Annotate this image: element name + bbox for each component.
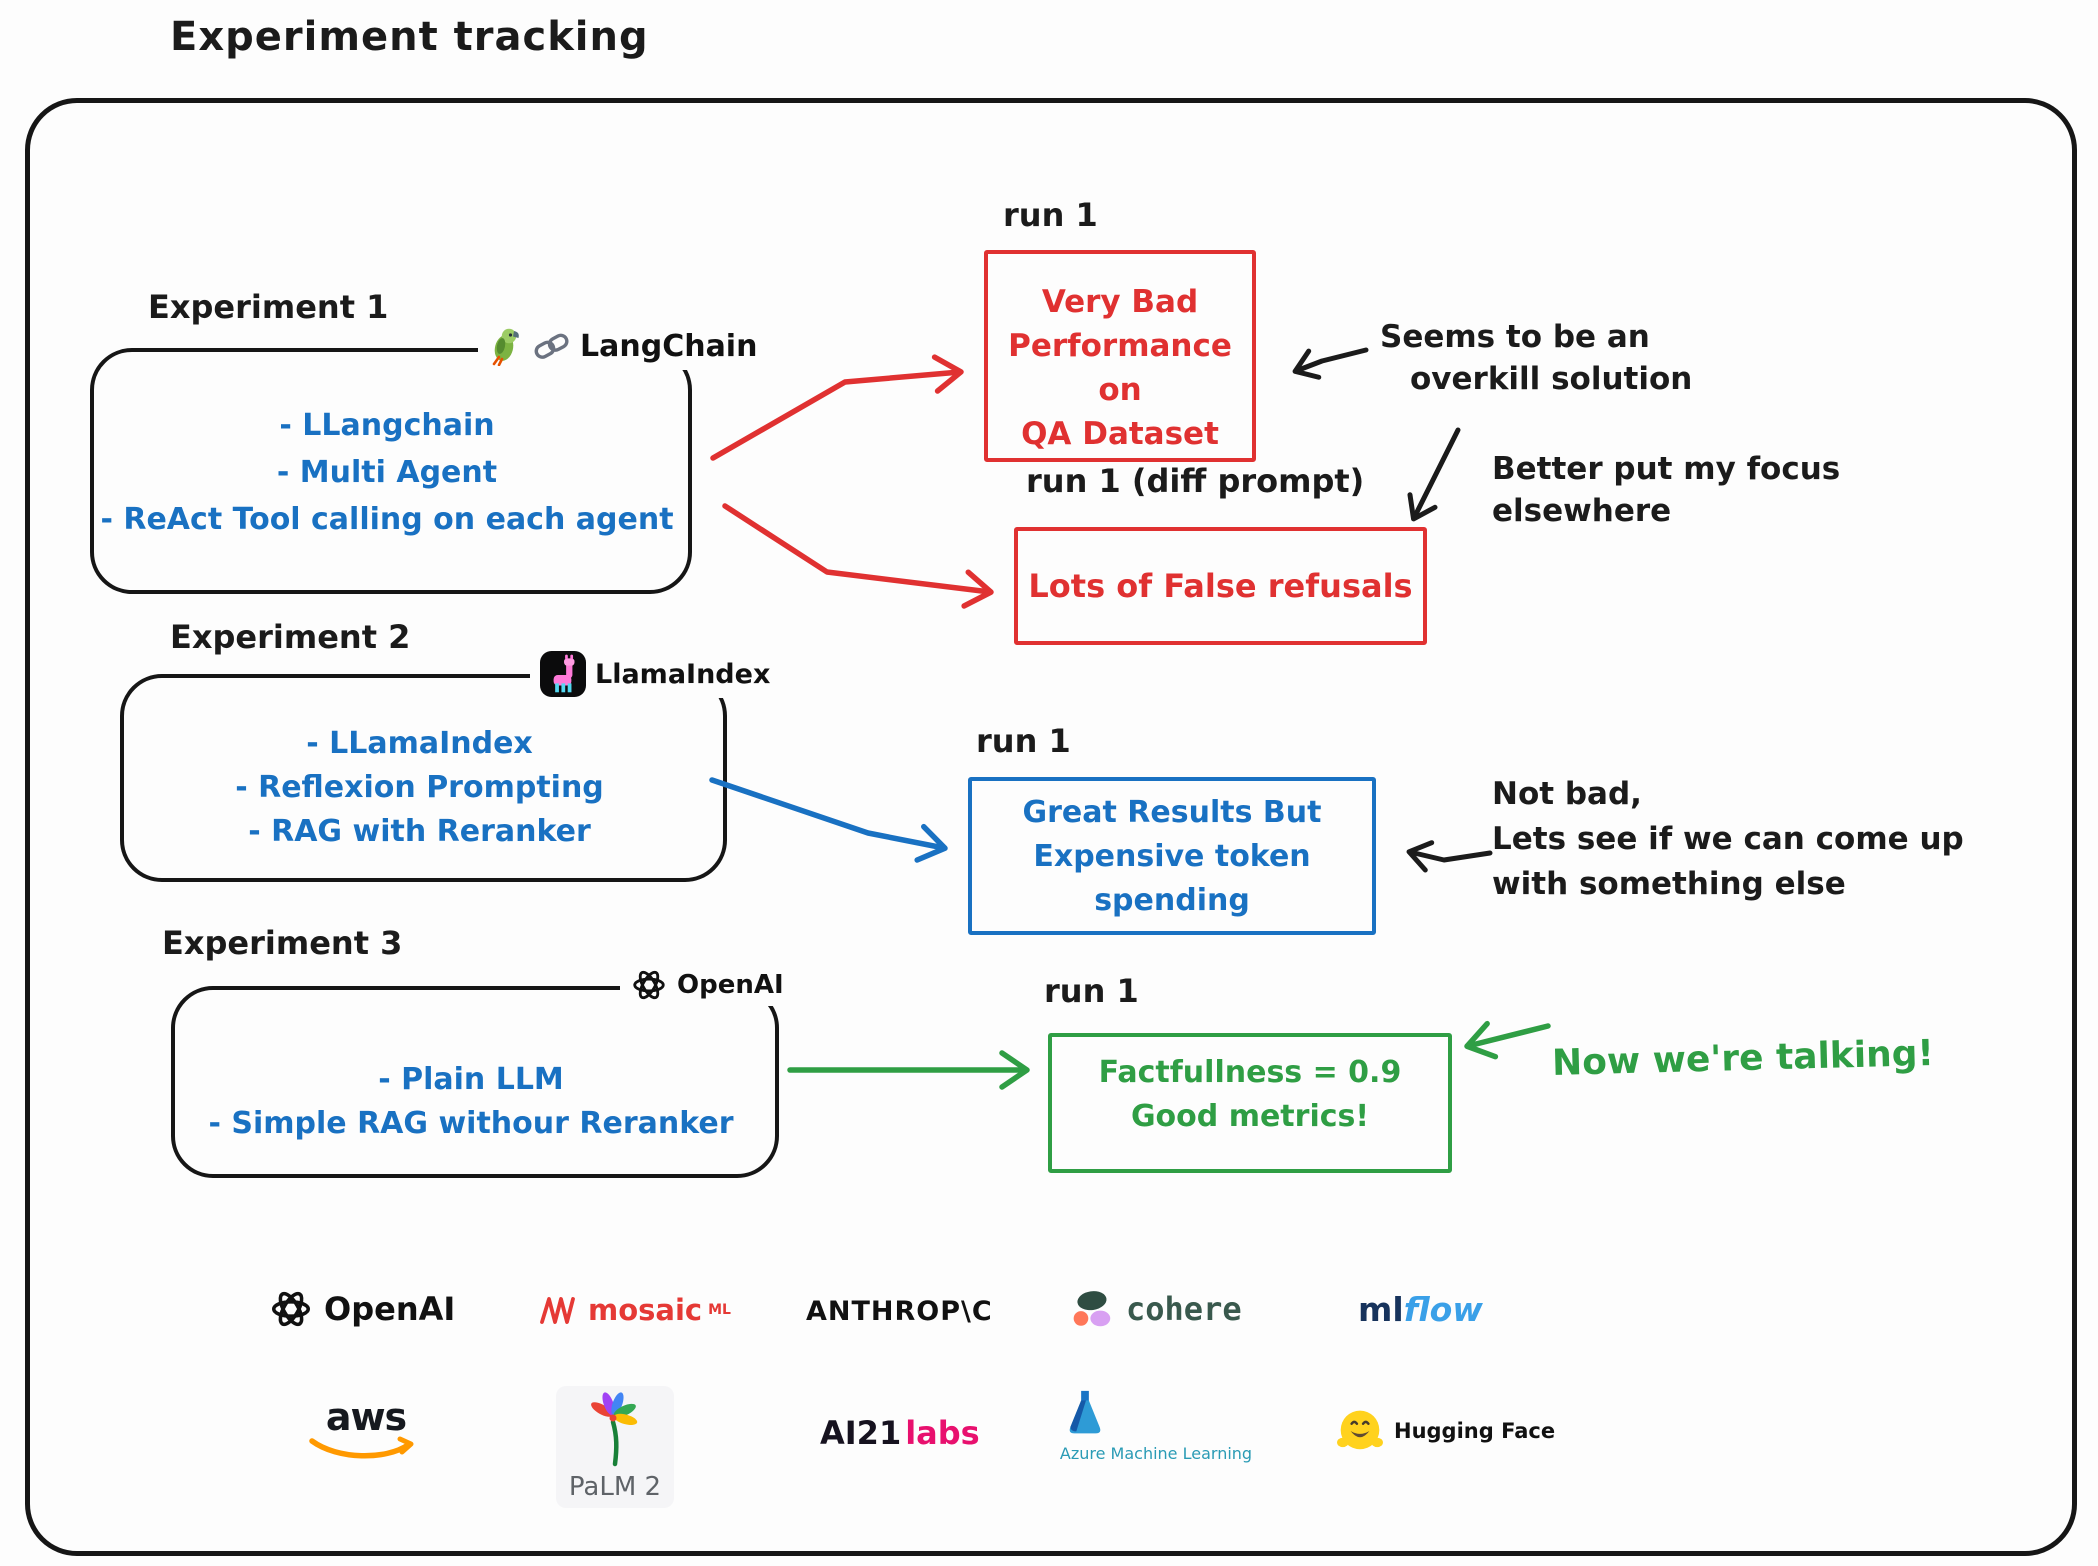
- page-title: Experiment tracking: [170, 14, 649, 60]
- huggingface-icon: [1336, 1408, 1384, 1454]
- outer-frame: [25, 98, 2077, 1556]
- run1-blue-result-line: spending: [1094, 883, 1250, 918]
- openai-wordmark: OpenAI: [677, 970, 784, 1000]
- bullet-line: - Plain LLM: [378, 1062, 564, 1097]
- experiment-2-label: Experiment 2: [170, 618, 411, 656]
- experiment-3-label: Experiment 3: [162, 924, 403, 962]
- logo-azure-ml: Azure Machine Learning: [1058, 1388, 1254, 1463]
- langchain-logo: LangChain: [478, 322, 768, 370]
- bullet-line: - ReAct Tool calling on each agent: [100, 502, 674, 537]
- experiment-3-bullets: - Plain LLM - Simple RAG withour Reranke…: [179, 1058, 763, 1146]
- cohere-wordmark: cohere: [1126, 1290, 1242, 1328]
- bullet-line: - Multi Agent: [276, 455, 498, 490]
- mlflow-ml-text: ml: [1358, 1290, 1404, 1329]
- run1-diff-result-box: Lots of False refusals: [1014, 527, 1427, 645]
- logo-mlflow: ml flow: [1358, 1290, 1483, 1329]
- palm2-label: PaLM 2: [568, 1472, 662, 1502]
- run1-label: run 1: [1003, 196, 1098, 234]
- logo-huggingface: Hugging Face: [1336, 1408, 1555, 1454]
- logo-cohere: cohere: [1070, 1286, 1242, 1332]
- huggingface-label: Hugging Face: [1394, 1419, 1556, 1443]
- logo-mosaicml: mosaic ML: [538, 1292, 731, 1328]
- run1-blue-label: run 1: [976, 722, 1071, 760]
- langchain-wordmark: LangChain: [580, 328, 758, 364]
- run1-result-line: QA Dataset: [1021, 416, 1219, 452]
- note-line: overkill solution: [1410, 361, 1693, 397]
- palm2-icon: [582, 1390, 648, 1468]
- logo-aws: aws: [306, 1398, 426, 1464]
- openai-exp-logo: OpenAI: [620, 964, 794, 1006]
- ai21-text: AI21: [820, 1414, 902, 1452]
- bullet-line: - LLangchain: [279, 408, 495, 443]
- langchain-chain-icon: [533, 329, 571, 363]
- azure-ml-label: Azure Machine Learning: [1059, 1444, 1253, 1463]
- logo-ai21labs: AI21 labs: [820, 1414, 980, 1452]
- run1-diff-result-line: Lots of False refusals: [1028, 567, 1413, 605]
- run1-green-result-box: Factfullness = 0.9 Good metrics!: [1048, 1033, 1452, 1173]
- run1-result-line: Performance on: [1008, 328, 1232, 408]
- note-line: Seems to be an: [1380, 319, 1650, 355]
- note-line: with something else: [1492, 866, 1846, 902]
- run1-result-box: Very Bad Performance on QA Dataset: [984, 250, 1256, 462]
- run1-result-line: Very Bad: [1041, 284, 1199, 320]
- note-line: Better put my focus: [1492, 451, 1841, 487]
- run1-green-result-line: Good metrics!: [1130, 1099, 1370, 1134]
- bullet-line: - Reflexion Prompting: [235, 770, 604, 805]
- note-not-bad: Not bad, Lets see if we can come up with…: [1492, 772, 1964, 907]
- logo-palm2: PaLM 2: [556, 1386, 674, 1508]
- experiment-1-bullets: - LLangchain - Multi Agent - ReAct Tool …: [98, 402, 676, 543]
- note-focus-elsewhere: Better put my focus elsewhere: [1492, 448, 1840, 532]
- note-line: elsewhere: [1492, 493, 1672, 529]
- openai-icon: [268, 1286, 314, 1332]
- azure-ml-flask-icon: [1058, 1388, 1254, 1442]
- bullet-line: - Simple RAG withour Reranker: [208, 1106, 734, 1141]
- experiment-1-label: Experiment 1: [148, 288, 389, 326]
- run1-diff-label: run 1 (diff prompt): [1026, 462, 1365, 500]
- note-line: Not bad,: [1492, 776, 1642, 812]
- run1-blue-result-line: Expensive token: [1033, 839, 1311, 874]
- note-overkill: Seems to be an overkill solution: [1380, 316, 1692, 400]
- run1-green-label: run 1: [1044, 972, 1139, 1010]
- llamaindex-wordmark: LlamaIndex: [595, 658, 771, 690]
- llamaindex-icon: [540, 651, 586, 697]
- bullet-line: - LLamaIndex: [306, 726, 533, 761]
- aws-smile-icon: [306, 1436, 426, 1464]
- experiment-3-box: [171, 986, 779, 1178]
- run1-blue-result-box: Great Results But Expensive token spendi…: [968, 777, 1376, 935]
- run1-green-result-line: Factfullness = 0.9: [1098, 1055, 1402, 1090]
- logo-openai: OpenAI: [268, 1286, 455, 1332]
- langchain-parrot-icon: [488, 326, 524, 366]
- experiment-1-box: [90, 348, 692, 594]
- llamaindex-logo: LlamaIndex: [530, 650, 781, 698]
- ai21-labs-text: labs: [905, 1414, 980, 1452]
- mosaicml-wordmark: mosaic: [588, 1293, 703, 1327]
- note-line: Lets see if we can come up: [1492, 821, 1964, 857]
- aws-wordmark: aws: [325, 1395, 407, 1439]
- run1-blue-result-line: Great Results But: [1022, 795, 1322, 830]
- experiment-2-bullets: - LLamaIndex - Reflexion Prompting - RAG…: [128, 722, 711, 854]
- logo-anthropic: ANTHROP\C: [806, 1296, 993, 1327]
- mosaicml-sup: ML: [708, 1302, 731, 1318]
- bullet-line: - RAG with Reranker: [248, 814, 591, 849]
- openai-wordmark: OpenAI: [324, 1290, 456, 1328]
- mlflow-flow-text: flow: [1403, 1290, 1483, 1329]
- cohere-icon: [1070, 1286, 1116, 1332]
- openai-icon: [630, 966, 668, 1004]
- mosaicml-icon: [538, 1292, 578, 1328]
